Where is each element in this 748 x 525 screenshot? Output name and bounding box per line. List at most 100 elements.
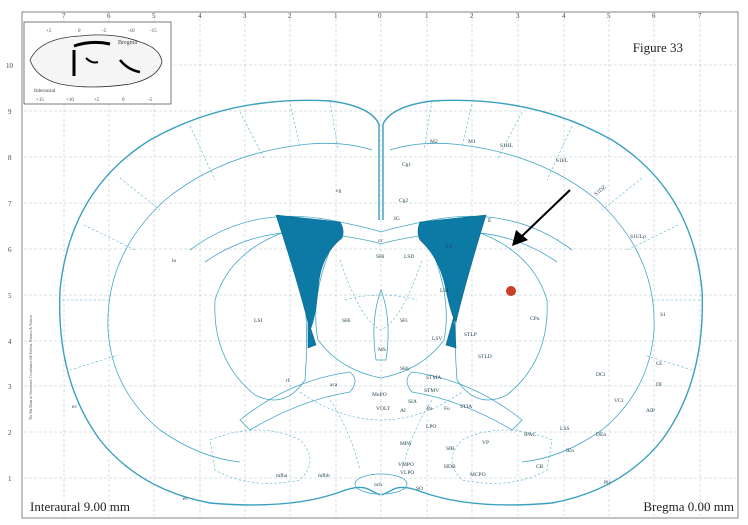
region-label-fu: Fu: [444, 406, 450, 412]
region-label-ls: LSI: [254, 318, 262, 324]
right-cortex-boundary: [389, 142, 655, 463]
cortex-division: [601, 177, 643, 211]
right-anterior-commissure: [406, 371, 523, 431]
left-ruler-tick: 10: [6, 62, 14, 70]
inset-cc-mark: [73, 40, 111, 48]
region-label-stia: STIA: [460, 404, 472, 410]
inset-top-number: 0: [78, 29, 81, 34]
region-label-stmv: STMV: [424, 388, 439, 394]
region-label-cg: cg: [336, 188, 341, 194]
cortex-division: [626, 224, 679, 251]
region-label-ai: AI: [400, 408, 406, 414]
cortex-division: [189, 125, 216, 181]
septal-division: [344, 294, 418, 301]
region-label-sfi: SFi: [400, 318, 408, 324]
region-label-mfbb: mfbb: [318, 472, 330, 479]
inset-bottom-number: 0: [122, 98, 125, 103]
septal-division: [339, 259, 423, 331]
region-label-vlpo: VLPO: [400, 470, 414, 476]
left-ruler-tick: 4: [8, 338, 12, 346]
basal-division: [299, 391, 463, 421]
arrow-shaft: [519, 189, 571, 239]
region-label-volt: VOLT: [376, 406, 391, 412]
right-basal-division: [451, 429, 553, 484]
region-labels: M2 M1 S1HL S1FL S1DZ S1ULp S1 GI DI AIP …: [72, 139, 666, 502]
left-basal-division: [209, 429, 311, 484]
inset-bottom-number: +5: [94, 98, 100, 103]
region-label-ec2: ec: [183, 496, 188, 502]
region-label-cc: cc: [378, 238, 383, 244]
region-label-vmpo: VMPO: [398, 462, 414, 468]
left-ruler-tick: 3: [8, 383, 12, 391]
right-lateral-ventricle: [417, 214, 487, 323]
cortex-division: [546, 125, 573, 181]
region-label-di: DI: [656, 382, 662, 388]
region-label-aca: aca: [330, 382, 338, 388]
region-label-och: och: [374, 482, 382, 488]
left-ventricle-tail: [307, 319, 317, 349]
region-label-m2: M2: [430, 139, 438, 145]
cortex-division: [643, 354, 693, 371]
region-label-ig: IG: [394, 216, 400, 222]
left-ruler-tick: 6: [8, 246, 12, 254]
inset-bregma-label: Bregma: [118, 40, 137, 46]
region-label-cb: CB: [536, 464, 544, 470]
pointer-arrow: [512, 189, 571, 246]
arrow-head: [512, 230, 528, 246]
interaural-caption: Interaural 9.00 mm: [30, 499, 130, 514]
cortex-division: [496, 111, 523, 161]
cortex-division: [461, 103, 473, 148]
region-label-stld: STLD: [478, 354, 492, 360]
inset-top-number: -10: [128, 29, 135, 34]
region-label-sia: SIA: [408, 399, 417, 405]
region-label-s1hl: S1HL: [500, 143, 514, 149]
inset-top-number: +5: [46, 29, 52, 34]
region-label-s1: S1: [660, 312, 666, 318]
region-label-ec: ec: [72, 404, 77, 410]
inset-hippo-mark: [85, 57, 99, 64]
region-label-dcl: DCl: [596, 372, 606, 378]
left-striatum-outline: [214, 229, 308, 401]
region-label-so: SO: [416, 486, 423, 492]
inset-top-number: -15: [150, 29, 157, 34]
cortex-division: [119, 177, 161, 211]
region-label-rf: rf: [286, 377, 290, 384]
region-label-den: DEn: [596, 432, 606, 438]
region-label-ipac: IPAC: [524, 432, 536, 438]
inset-bottom-number: -5: [148, 98, 153, 103]
left-ruler-tick: 1: [8, 475, 12, 483]
region-label-ien: IEn: [566, 448, 574, 454]
right-ventricle-tail: [445, 315, 457, 349]
corpus-callosum-lower: [204, 231, 558, 263]
region-label-vcl: VCl: [614, 398, 624, 404]
region-label-stlp: STLP: [464, 332, 477, 338]
side-copyright-text: The Rat Brain in Stereotaxic Coordinates…: [29, 315, 33, 420]
left-hemisphere-outline: [58, 99, 381, 506]
cortex-division: [83, 224, 136, 251]
region-label-lsd: LSD: [404, 254, 414, 260]
figure-number: Figure 33: [633, 40, 683, 55]
region-label-e: E: [488, 218, 492, 224]
cortex-division: [329, 100, 339, 151]
region-label-shi: SHi: [376, 254, 385, 260]
region-label-vp: VP: [482, 440, 489, 446]
region-label-s1fl: S1FL: [556, 158, 569, 164]
left-cortex-boundary: [107, 142, 373, 463]
septal-midline: [373, 288, 389, 361]
inset-interaural-label: Interaural: [34, 88, 56, 94]
inset-bottom-number: +15: [36, 98, 44, 103]
region-label-lv: LV: [446, 244, 453, 250]
left-lateral-ventricle: [275, 214, 344, 331]
top-ruler-tick: 0: [378, 12, 382, 20]
region-label-stma: STMA: [426, 375, 441, 381]
region-label-ms: MS: [378, 347, 386, 353]
coordinate-grid: [24, 14, 736, 516]
inset-top-number: -5: [102, 29, 107, 34]
basal-division: [401, 399, 433, 471]
region-label-lsv: LSV: [432, 336, 442, 342]
left-ruler-tick: 8: [8, 154, 12, 162]
optic-chiasm: [354, 473, 408, 495]
left-ruler-tick: 5: [8, 292, 12, 300]
region-label-hdb: HDB: [444, 464, 456, 470]
